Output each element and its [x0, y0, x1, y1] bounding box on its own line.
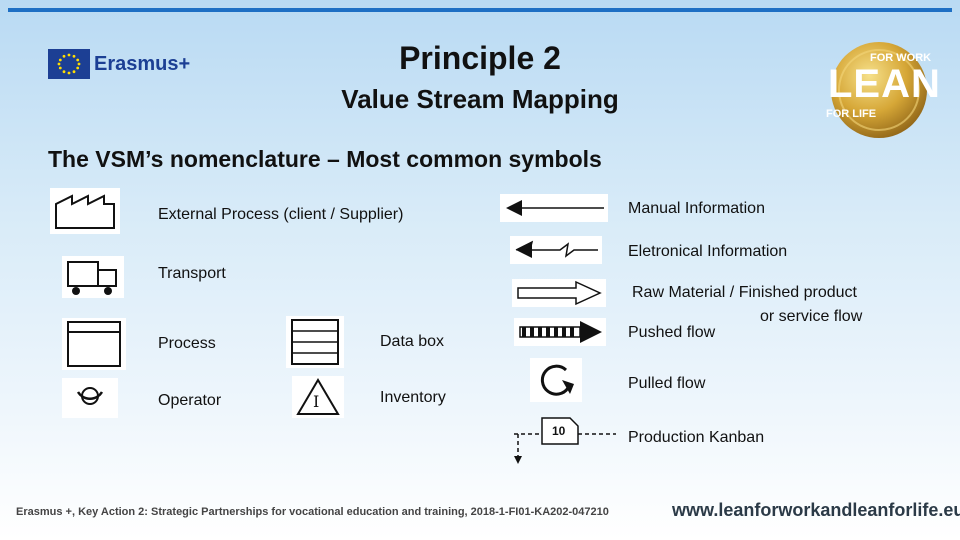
inventory-glyph: I [313, 392, 320, 411]
pulled-flow-circular-arrow-icon [530, 358, 582, 402]
section-heading: The VSM’s nomenclature – Most common sym… [48, 146, 602, 172]
production-kanban-label: Production Kanban [628, 429, 765, 446]
erasmus-logo: Erasmus+ [48, 48, 198, 82]
electronic-information-arrow-icon [510, 236, 602, 264]
lean-logo-bottom: FOR LIFE [826, 108, 877, 120]
production-kanban-icon: 10 [506, 410, 618, 466]
external-process-label: External Process (client / Supplier) [158, 206, 404, 223]
operator-label: Operator [158, 392, 222, 409]
website-link[interactable]: www.leanforworkandleanforlife.eu [672, 500, 960, 520]
lean-logo-main: LEAN [828, 62, 941, 106]
eu-flag-icon [48, 49, 90, 79]
page-subtitle: Value Stream Mapping [341, 84, 619, 114]
pulled-flow-label: Pulled flow [628, 375, 706, 392]
raw-material-label-line1: Raw Material / Finished product [632, 284, 857, 301]
raw-material-label-line2: or service flow [760, 308, 863, 325]
inventory-label: Inventory [380, 389, 446, 406]
process-label: Process [158, 335, 216, 352]
footer-text: Erasmus +, Key Action 2: Strategic Partn… [16, 506, 609, 518]
manual-information-label: Manual Information [628, 200, 765, 217]
inventory-triangle-icon: I [292, 376, 344, 418]
manual-information-arrow-icon [500, 194, 608, 222]
external-process-icon [50, 188, 120, 234]
pushed-flow-label: Pushed flow [628, 324, 716, 341]
process-box-icon [62, 318, 126, 370]
transport-truck-icon [62, 256, 124, 298]
data-box-label: Data box [380, 333, 445, 350]
pushed-flow-arrow-icon [514, 318, 606, 346]
electronic-information-label: Eletronical Information [628, 243, 788, 260]
data-box-icon [286, 316, 344, 368]
lean-logo-top: FOR WORK [870, 52, 932, 64]
lean-logo: FOR WORK LEAN FOR LIFE [822, 40, 940, 140]
erasmus-logo-text: Erasmus+ [94, 53, 191, 75]
material-flow-arrow-icon [512, 279, 606, 307]
top-accent-bar [8, 8, 952, 12]
transport-label: Transport [158, 265, 226, 282]
operator-icon [62, 378, 118, 418]
page-title: Principle 2 [399, 40, 561, 76]
kanban-number: 10 [552, 424, 566, 438]
lean-medallion-icon [831, 42, 927, 138]
